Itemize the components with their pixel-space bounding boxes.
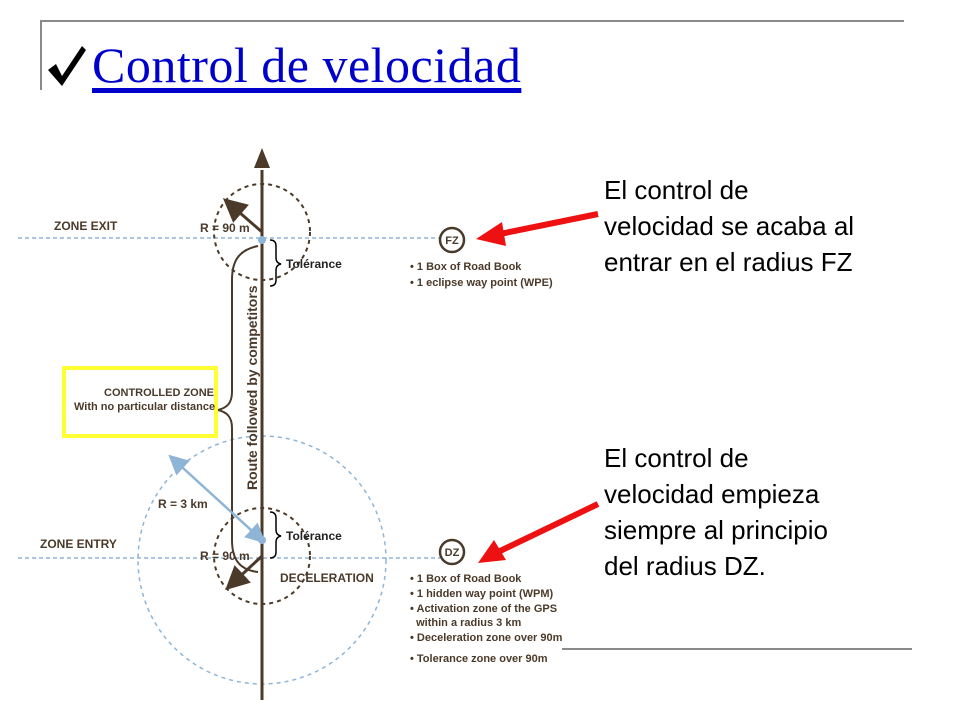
red-arrowhead-fz-icon — [476, 222, 506, 246]
route-arrow-icon — [254, 148, 270, 168]
fz-badge-label: FZ — [445, 235, 459, 247]
exit-point-dot — [258, 236, 266, 244]
controlled-zone-title: CONTROLLED ZONE — [104, 387, 214, 399]
fz-list-item: • 1 Box of Road Book — [410, 261, 522, 273]
tolerance-bottom-brace — [269, 511, 282, 559]
controlled-zone-subtitle: With no particular distance — [74, 401, 215, 413]
dz-radius-arrow — [225, 554, 264, 591]
frame-left-line — [40, 20, 42, 90]
tolerance-top-brace — [269, 239, 282, 287]
radius-large-label: R = 3 km — [158, 497, 208, 511]
fz-radius-arrow — [222, 198, 263, 234]
dz-list-item: within a radius 3 km — [410, 617, 521, 629]
note-end-control: El control de velocidad se acaba al entr… — [604, 175, 855, 277]
checkmark-icon — [48, 46, 86, 86]
frame-top-line — [40, 20, 904, 22]
red-arrow-dz — [496, 501, 600, 555]
radius-bottom-label: R = 90 m — [200, 549, 250, 563]
page-title[interactable]: Control de velocidad — [92, 37, 522, 93]
tolerance-top-label: Tolérance — [286, 257, 342, 271]
large-radius-arrow — [168, 454, 266, 544]
zone-entry-label: ZONE ENTRY — [40, 537, 117, 551]
dz-badge-label: DZ — [445, 547, 460, 559]
red-arrow-fz — [499, 211, 599, 237]
frame-bottom-line — [562, 648, 912, 650]
controlled-zone-highlight — [62, 366, 218, 438]
tolerance-bottom-label: Tolérance — [286, 529, 342, 543]
dz-list-item: • Tolerance zone over 90m — [410, 653, 548, 665]
fz-list-item: • 1 eclipse way point (WPE) — [410, 277, 553, 289]
fz-badge — [438, 226, 466, 254]
zone-exit-label: ZONE EXIT — [54, 219, 118, 233]
dz-list-item: • Activation zone of the GPS — [410, 603, 557, 615]
deceleration-label: DECELERATION — [280, 571, 374, 585]
dz-list-item: • 1 hidden way point (WPM) — [410, 588, 554, 600]
title-area: Control de velocidad — [44, 40, 521, 90]
dz-list-item: • Deceleration zone over 90m — [410, 632, 563, 644]
dz-list-item: • 1 Box of Road Book — [410, 573, 522, 585]
route-label: Route followed by competitors — [244, 285, 260, 490]
note-start-control: El control de velocidad empieza siempre … — [604, 443, 828, 581]
red-arrowhead-dz-icon — [478, 540, 506, 563]
radius-top-label: R = 90 m — [200, 221, 250, 235]
dz-badge — [438, 538, 466, 566]
entry-point-dot — [258, 536, 266, 544]
